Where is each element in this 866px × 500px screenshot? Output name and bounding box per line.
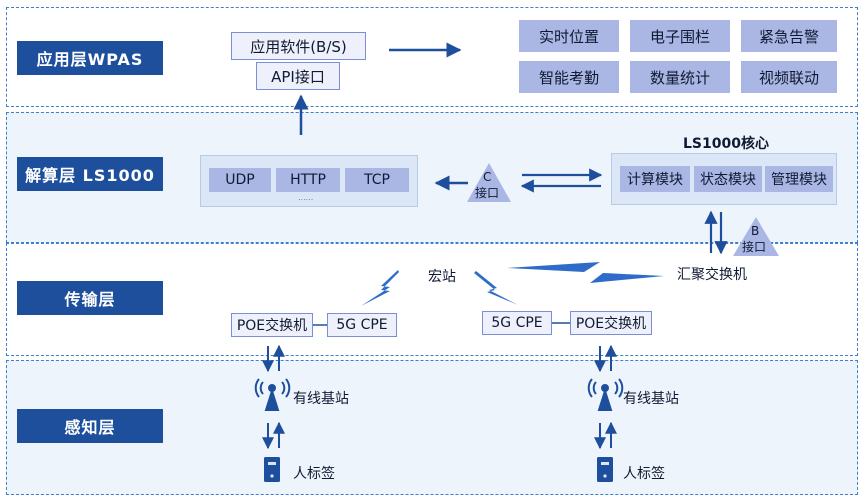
module-management: 管理模块 — [765, 166, 833, 192]
antenna-icon-right — [587, 378, 624, 411]
feature-video-linkage: 视频联动 — [741, 61, 837, 93]
interface-c-triangle — [467, 163, 511, 202]
feature-realtime-location: 实时位置 — [519, 20, 619, 52]
poe-switch-right: POE交换机 — [570, 311, 652, 335]
application-layer-band — [6, 7, 858, 107]
feature-count-statistics: 数量统计 — [630, 61, 730, 93]
application-software-box: 应用软件(B/S) — [231, 32, 366, 60]
wireless-link-bolt-right — [507, 262, 664, 283]
interface-b-label: 接口 — [742, 240, 767, 254]
protocol-http: HTTP — [276, 168, 340, 192]
perception-layer-band — [6, 360, 858, 495]
interface-c-letter: C — [483, 170, 492, 184]
computation-layer-label: 解算层 LS1000 — [17, 157, 163, 191]
interface-b-triangle — [733, 217, 779, 256]
aggregation-switch-label: 汇聚交换机 — [677, 267, 747, 283]
poe-switch-left: POE交换机 — [231, 313, 313, 337]
feature-geofence: 电子围栏 — [630, 20, 730, 52]
application-layer-label: 应用层WPAS — [17, 41, 163, 75]
tag-icon-left — [264, 457, 280, 482]
interface-c-label: 接口 — [475, 186, 500, 200]
api-interface-box: API接口 — [256, 62, 340, 90]
tag-right-label: 人标签 — [623, 466, 665, 482]
protocol-tcp: TCP — [345, 168, 409, 192]
cpe-right: 5G CPE — [482, 311, 552, 335]
antenna-icon-left — [254, 378, 291, 411]
tag-icon-right — [597, 457, 613, 482]
base-station-left-label: 有线基站 — [293, 391, 349, 407]
tag-left-label: 人标签 — [293, 466, 335, 482]
module-status: 状态模块 — [694, 166, 762, 192]
transmission-layer-band — [6, 243, 858, 356]
protocol-udp: UDP — [209, 168, 271, 192]
interface-b-letter: B — [751, 224, 760, 238]
perception-layer-label: 感知层 — [17, 409, 163, 443]
cpe-left: 5G CPE — [327, 313, 397, 337]
feature-attendance: 智能考勤 — [519, 61, 619, 93]
module-compute: 计算模块 — [620, 166, 690, 192]
wireless-link-bolt-center-right — [474, 271, 518, 305]
base-station-right-label: 有线基站 — [623, 391, 679, 407]
macro-station-label: 宏站 — [428, 269, 456, 285]
wireless-link-bolt-left-center — [361, 270, 399, 306]
feature-emergency-alert: 紧急告警 — [741, 20, 837, 52]
transmission-layer-label: 传输层 — [17, 281, 163, 315]
protocol-more: ...... — [298, 193, 314, 202]
core-title: LS1000核心 — [683, 136, 769, 152]
